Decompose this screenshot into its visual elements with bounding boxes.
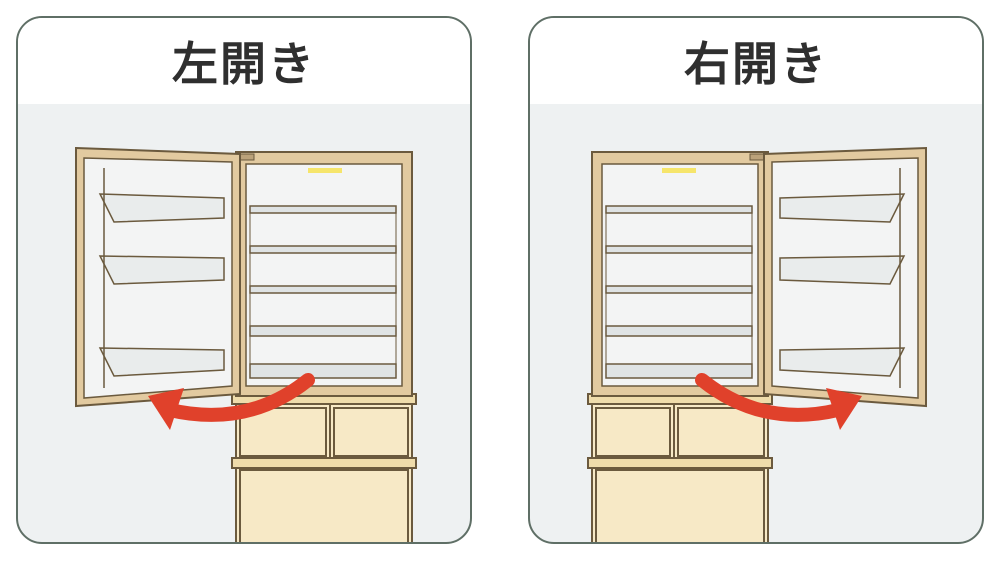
fridge-interior bbox=[601, 163, 759, 387]
fridge bbox=[75, 146, 417, 542]
drawer-bottom bbox=[239, 469, 409, 542]
right-opening-fridge-illustration bbox=[587, 146, 927, 542]
fridge bbox=[587, 146, 927, 542]
shelves bbox=[249, 205, 397, 379]
drawer-right bbox=[333, 407, 409, 457]
right-opening-panel: 右開き bbox=[528, 16, 984, 544]
opening-direction-arrow bbox=[148, 373, 315, 430]
panel-title-left: 左開き bbox=[172, 37, 316, 91]
panel-header: 左開き bbox=[18, 18, 470, 104]
door-pockets bbox=[98, 168, 225, 388]
left-opening-panel: 左開き bbox=[16, 16, 472, 544]
left-opening-fridge-illustration bbox=[75, 146, 417, 542]
panel-header: 右開き bbox=[530, 18, 982, 104]
opening-direction-arrow bbox=[695, 373, 862, 430]
fridge-interior bbox=[245, 163, 403, 387]
drawer-bottom bbox=[595, 469, 765, 542]
panel-title-right: 右開き bbox=[684, 37, 828, 91]
drawer-left bbox=[595, 407, 671, 457]
drawer-right bbox=[677, 407, 765, 457]
door-pockets bbox=[779, 168, 906, 388]
